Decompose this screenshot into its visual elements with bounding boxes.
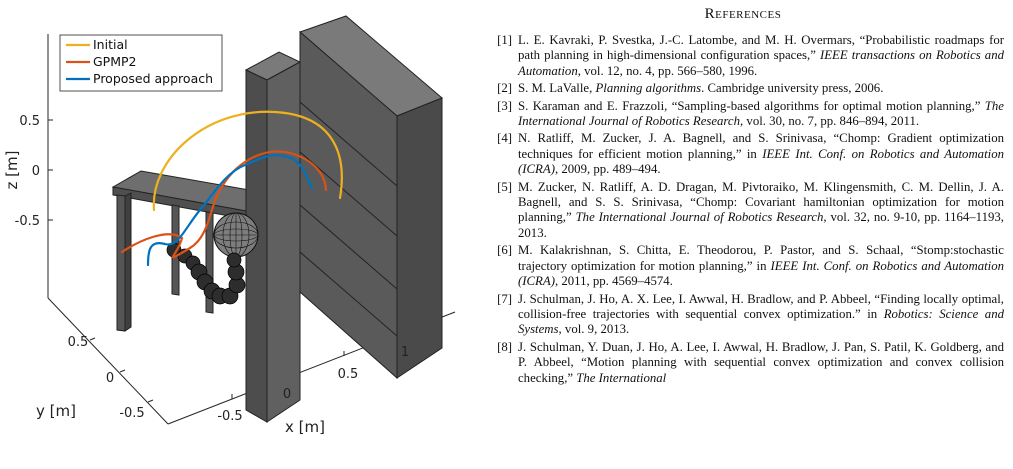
reference-number: [7] — [497, 291, 512, 306]
legend: Initial GPMP2 Proposed approach — [59, 34, 223, 92]
reference-item: [5] M. Zucker, N. Ratliff, A. D. Dragan,… — [482, 180, 1004, 242]
reference-number: [6] — [497, 243, 512, 258]
reference-text: S. M. LaValle, Planning algorithms. Camb… — [518, 81, 884, 96]
reference-text: J. Schulman, Y. Duan, J. Ho, A. Lee, I. … — [518, 339, 1004, 385]
reference-item: [1] L. E. Kavraki, P. Svestka, J.-C. Lat… — [482, 33, 1004, 79]
legend-label-proposed: Proposed approach — [93, 71, 213, 86]
y-tick-label: 0.5 — [68, 335, 89, 350]
reference-number: [1] — [497, 33, 512, 47]
y-tick-label: 0 — [106, 371, 114, 386]
x-tick-label: 0.5 — [338, 367, 359, 382]
reference-venue: The International Journal of Robotics Re… — [575, 210, 824, 225]
x-tick-label: 1 — [401, 345, 409, 360]
reference-text: N. Ratliff, M. Zucker, J. A. Bagnell, an… — [518, 131, 1004, 177]
trajectory-plot: Initial GPMP2 Proposed approach 0.5 0 -0… — [3, 15, 456, 436]
reference-venue: Planning algorithms — [595, 81, 702, 96]
reference-number: [2] — [497, 81, 512, 96]
trajectory-proposed — [146, 154, 314, 267]
references-title: References — [704, 6, 782, 22]
y-axis-label: y [m] — [36, 402, 76, 420]
reference-text: J. Schulman, J. Ho, A. X. Lee, I. Awwal,… — [518, 291, 1004, 337]
x-axis-label: x [m] — [285, 418, 325, 436]
reference-venue: IEEE Int. Conf. on Robotics and Automati… — [518, 146, 1004, 177]
reference-number: [4] — [497, 131, 512, 146]
reference-text: L. E. Kavraki, P. Svestka, J.-C. Latombe… — [518, 33, 1004, 78]
trajectory-initial — [152, 110, 343, 212]
trajectory-figure: Initial GPMP2 Proposed approach 0.5 0 -0… — [0, 0, 470, 469]
legend-label-gpmp2: GPMP2 — [93, 54, 137, 69]
z-tick-label: -0.5 — [15, 214, 40, 229]
reference-number: [8] — [497, 339, 512, 354]
reference-text: M. Kalakrishnan, S. Chitta, E. Theodorou… — [518, 243, 1004, 289]
x-tick-label: 0 — [283, 387, 291, 402]
reference-item: [3] S. Karaman and E. Frazzoli, “Samplin… — [482, 99, 1004, 130]
y-tick-label: -0.5 — [119, 406, 144, 421]
z-tick-label: 0 — [32, 164, 40, 179]
reference-number: [3] — [497, 98, 512, 113]
reference-venue: IEEE transactions on Robotics and Automa… — [518, 48, 1004, 78]
legend-label-initial: Initial — [93, 37, 128, 52]
reference-text: S. Karaman and E. Frazzoli, “Sampling-ba… — [518, 98, 1004, 129]
robot-arm-spheres — [166, 242, 246, 305]
reference-item: [6] M. Kalakrishnan, S. Chitta, E. Theod… — [482, 243, 1004, 289]
z-axis-label: z [m] — [3, 151, 21, 190]
z-tick-label: 0.5 — [19, 114, 40, 129]
shelf-obstacle — [244, 15, 443, 423]
sphere-obstacle — [213, 212, 259, 258]
reference-text: M. Zucker, N. Ratliff, A. D. Dragan, M. … — [518, 179, 1004, 240]
reference-venue: IEEE Int. Conf. on Robotics and Automati… — [518, 258, 1004, 289]
reference-venue: The International — [576, 370, 667, 385]
reference-number: [5] — [497, 179, 512, 194]
trajectories — [120, 110, 343, 267]
references-section: References [1] L. E. Kavraki, P. Svestka… — [482, 0, 1004, 469]
reference-list: [1] L. E. Kavraki, P. Svestka, J.-C. Lat… — [482, 33, 1004, 386]
reference-item: [8] J. Schulman, Y. Duan, J. Ho, A. Lee,… — [482, 340, 1004, 386]
trajectory-gpmp2 — [120, 150, 328, 259]
reference-venue: The International Journal of Robotics Re… — [518, 98, 1004, 129]
reference-venue: Robotics: Science and Systems — [518, 306, 1004, 337]
reference-item: [7] J. Schulman, J. Ho, A. X. Lee, I. Aw… — [482, 292, 1004, 338]
x-tick-label: -0.5 — [217, 409, 242, 424]
reference-item: [4] N. Ratliff, M. Zucker, J. A. Bagnell… — [482, 131, 1004, 177]
reference-item: [2] S. M. LaValle, Planning algorithms. … — [482, 81, 1004, 96]
